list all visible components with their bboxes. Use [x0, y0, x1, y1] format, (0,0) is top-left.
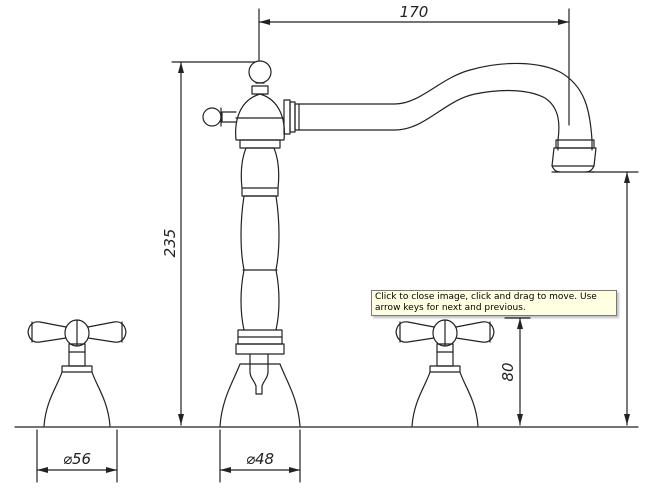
right-cross-handle-valve [395, 319, 495, 427]
body-base-diameter-label: ⌀48 [246, 450, 274, 468]
overall-height-dimension [171, 61, 256, 426]
handle-base-diameter-label: ⌀56 [63, 450, 91, 468]
image-viewer-tooltip: Click to close image, click and drag to … [371, 290, 617, 316]
body-base-diameter-dimension [219, 429, 301, 483]
tooltip-text: Click to close image, click and drag to … [375, 292, 597, 313]
spout-reach-dimension [258, 8, 570, 126]
handle-base-diameter-dimension [36, 429, 118, 483]
handle-height-dimension [504, 317, 531, 426]
spout-height-dimension [591, 171, 639, 426]
spout-reach-label: 170 [400, 3, 429, 21]
left-cross-handle-valve [27, 319, 127, 427]
central-spout-body [202, 60, 597, 427]
handle-height-label: 80 [499, 362, 517, 381]
overall-height-label: 235 [161, 229, 179, 258]
